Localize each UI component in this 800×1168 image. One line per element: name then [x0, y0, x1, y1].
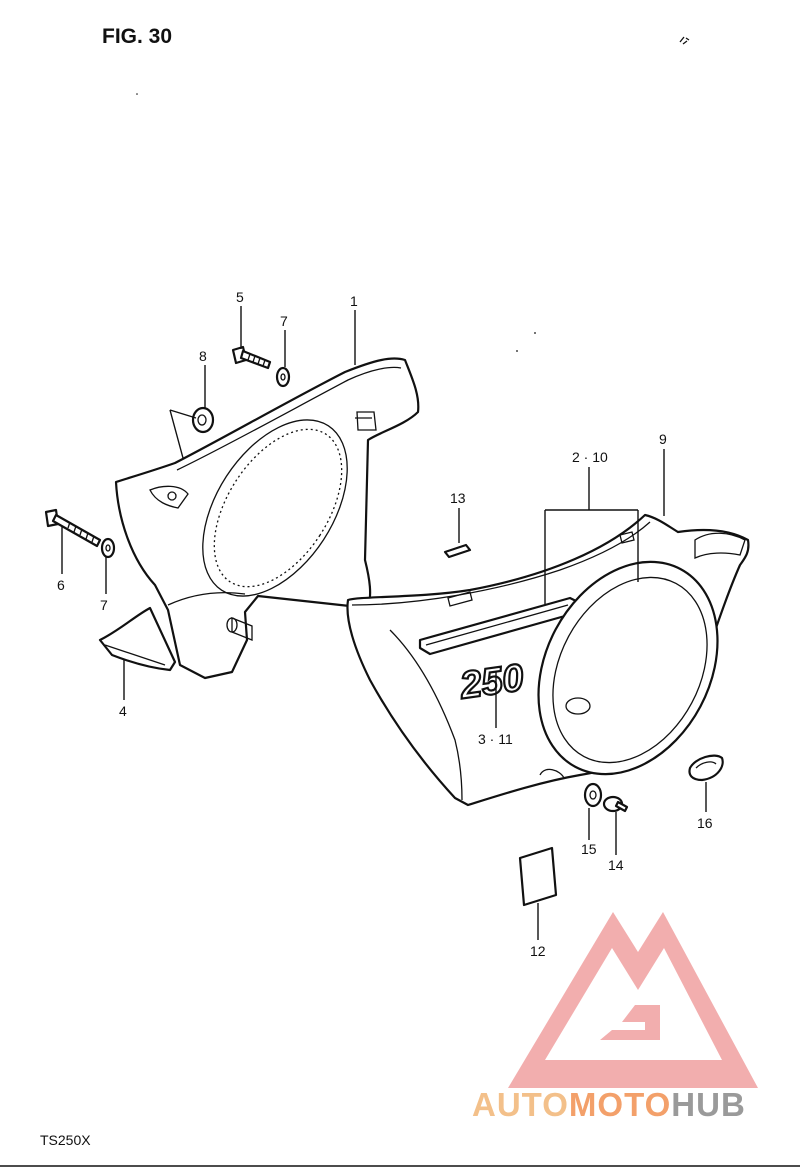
bolt-part-5 — [231, 345, 272, 370]
washer-part-15 — [583, 782, 603, 808]
callout-8: 8 — [199, 348, 207, 364]
label-part-12 — [518, 846, 558, 907]
callout-16: 16 — [697, 815, 713, 831]
automotohub-logo — [508, 912, 758, 1088]
screw-part-14 — [602, 795, 629, 813]
scan-specks — [136, 36, 690, 352]
watermark-moto: MOTO — [569, 1086, 671, 1123]
frame-cover-oval-recess — [202, 419, 348, 597]
callout-4: 4 — [119, 703, 127, 719]
callout-15: 15 — [581, 841, 597, 857]
clip-part-13 — [443, 543, 472, 559]
callout-12: 12 — [530, 943, 546, 959]
svg-text:AUTOMOTOHUB: AUTOMOTOHUB — [472, 1086, 746, 1123]
callout-3-11: 3 · 11 — [478, 731, 513, 747]
callout-7-upper: 7 — [280, 313, 288, 329]
callout-5: 5 — [236, 289, 244, 305]
logo-triangle — [508, 912, 758, 1088]
watermark-auto: AUTO — [472, 1086, 569, 1123]
callout-14: 14 — [608, 857, 624, 873]
callout-6: 6 — [57, 577, 65, 593]
lower-cover-part-4 — [98, 606, 177, 672]
callout-7-lower: 7 — [100, 597, 108, 613]
washer-part-7-lower — [100, 537, 116, 559]
callout-1: 1 — [350, 293, 358, 309]
bolt-part-6 — [44, 508, 102, 548]
callout-labels: 1 5 7 8 6 7 4 2 · 10 9 13 3 · 11 15 14 1… — [57, 289, 713, 959]
washer-part-7-upper — [275, 366, 291, 388]
side-cover-part-9 — [346, 513, 750, 807]
callout-2-10: 2 · 10 — [572, 449, 608, 465]
callout-13: 13 — [450, 490, 466, 506]
grommet-part-8 — [169, 406, 215, 459]
figure-title: FIG. 30 — [102, 25, 172, 48]
emblem-part-16 — [688, 754, 724, 782]
watermark-hub: HUB — [671, 1086, 746, 1123]
leader-lines — [61, 306, 707, 940]
frame-cover-part-1 — [114, 357, 420, 680]
watermark-text: AUTOMOTOHUB — [472, 1086, 746, 1123]
badge-text: 250 — [457, 657, 527, 708]
badge-250-part-3: 250 — [456, 656, 528, 709]
model-code: TS250X — [40, 1132, 91, 1148]
callout-9: 9 — [659, 431, 667, 447]
